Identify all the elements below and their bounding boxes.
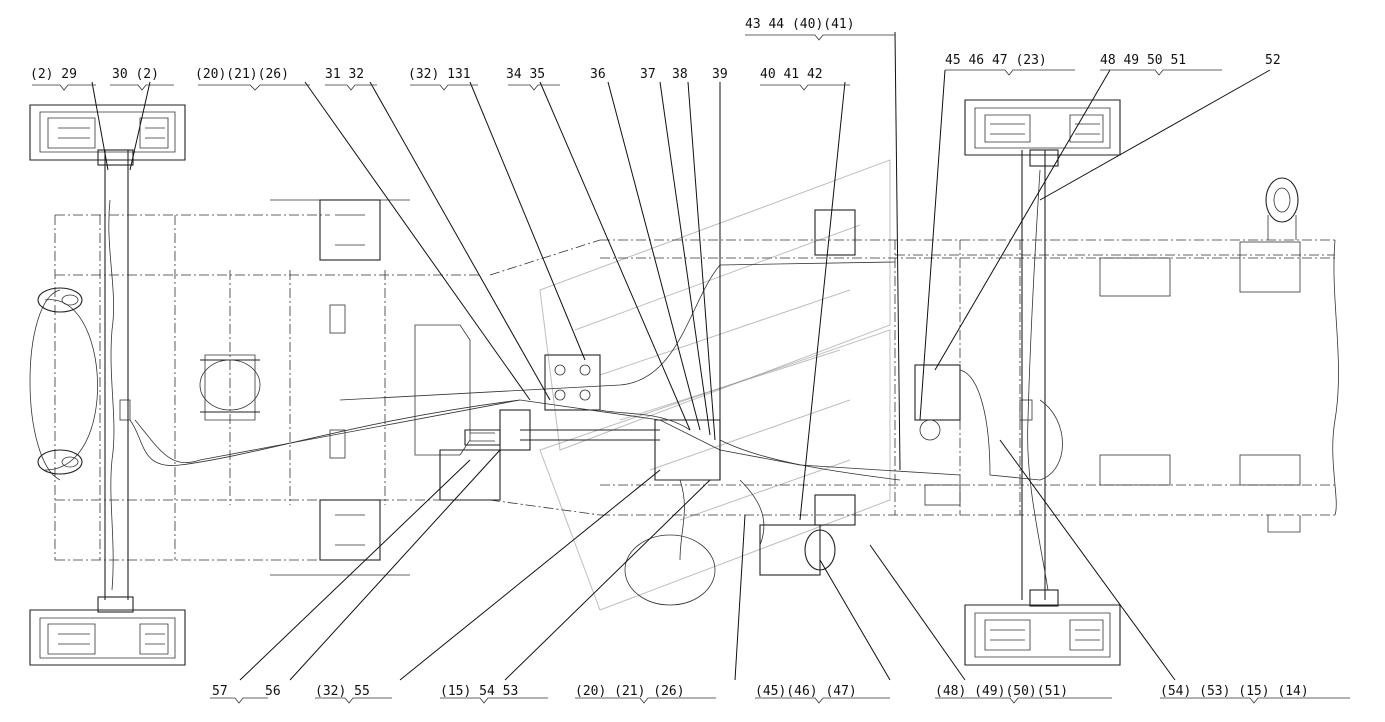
label-32-131: (32) 131 — [408, 67, 471, 82]
top-labels: (2) 29 30 (2) (20)(21)(26) 31 32 (32) 13… — [30, 17, 1281, 82]
brake-tanks — [624, 209, 961, 606]
bottom-labels: 57 56 (32) 55 (15) 54 53 (20) (21) (26) … — [212, 684, 1309, 699]
valve-block — [439, 354, 721, 501]
label-2-29: (2) 29 — [30, 67, 77, 82]
label-32-55: (32) 55 — [315, 684, 370, 699]
label-34-35: 34 35 — [506, 67, 545, 82]
chassis-frame — [54, 214, 1339, 561]
label-brackets — [32, 34, 1350, 704]
label-37: 37 — [640, 67, 656, 82]
label-20-21-26-top: (20)(21)(26) — [195, 67, 289, 82]
label-48-49-50-51: 48 49 50 51 — [1100, 53, 1186, 68]
label-15-54-53: (15) 54 53 — [440, 684, 518, 699]
label-56: 56 — [265, 684, 281, 699]
label-52: 52 — [1265, 53, 1281, 68]
label-48-49-50-51-bottom: (48) (49)(50)(51) — [935, 684, 1068, 699]
label-31-32: 31 32 — [325, 67, 364, 82]
label-36: 36 — [590, 67, 606, 82]
watermark-logo — [539, 159, 891, 611]
front-right-wheel — [29, 596, 186, 666]
label-30-2: 30 (2) — [112, 67, 159, 82]
label-20-21-26-bottom: (20) (21) (26) — [575, 684, 685, 699]
label-54-53-15-14: (54) (53) (15) (14) — [1160, 684, 1309, 699]
label-45-46-47: (45)(46) (47) — [755, 684, 857, 699]
brake-lines — [134, 261, 1063, 561]
label-43-44-40-41: 43 44 (40)(41) — [745, 17, 855, 32]
middle-axle — [199, 199, 410, 576]
front-hitch — [29, 287, 98, 481]
label-57: 57 — [212, 684, 228, 699]
label-40-41-42: 40 41 42 — [760, 67, 823, 82]
rear-left-wheel — [964, 99, 1121, 167]
label-38: 38 — [672, 67, 688, 82]
front-axle — [104, 150, 521, 600]
rear-axle — [1019, 150, 1049, 600]
rear-right-wheel — [964, 589, 1121, 666]
front-left-wheel — [29, 104, 186, 166]
label-39: 39 — [712, 67, 728, 82]
label-45-46-47-23: 45 46 47 (23) — [945, 53, 1047, 68]
rear-lifting-eye — [1265, 177, 1299, 240]
leader-lines — [91, 31, 1271, 681]
